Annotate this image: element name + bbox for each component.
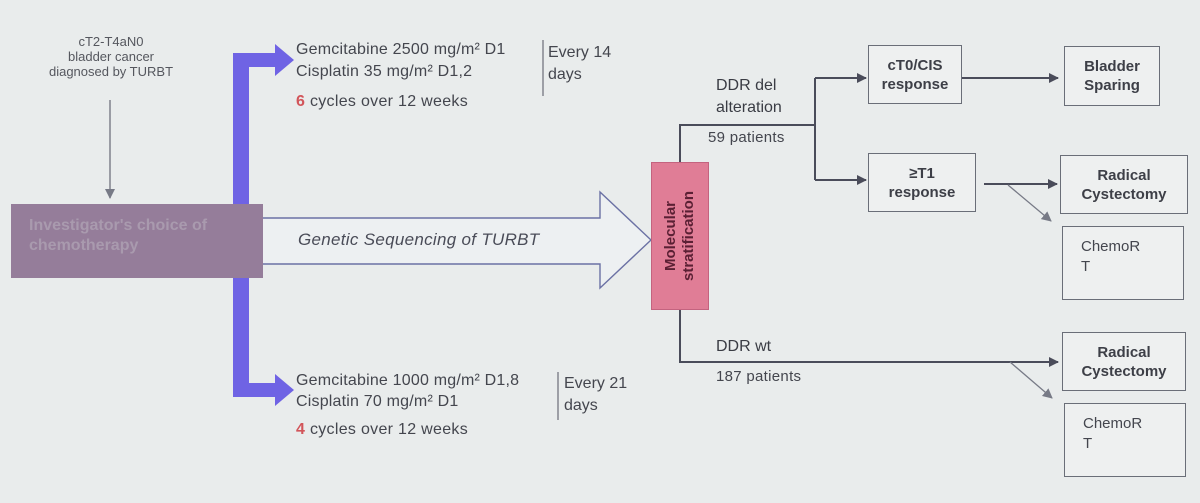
input-label-stage: cT2-T4aN0 — [78, 34, 144, 49]
chemort-lower-line1: ChemoR — [1083, 415, 1143, 432]
molecular-label-line1: Molecular — [662, 200, 679, 272]
ct0-line1: cT0/CIS — [887, 56, 943, 74]
radical-lower-line2: Cystectomy — [1081, 362, 1167, 380]
top-cycles-count: 6 — [296, 93, 306, 110]
radical-cystectomy-box-lower: Radical Cystectomy — [1062, 332, 1186, 391]
bottom-cycles-text: cycles over 12 weeks — [305, 421, 469, 438]
ct0-response-box: cT0/CIS response — [868, 45, 962, 104]
top-cycles-text: cycles over 12 weeks — [305, 93, 469, 110]
investigator-label-line2: chemotherapy — [29, 237, 139, 254]
ddr-del-patients: 59 patients — [708, 129, 785, 146]
top-schedule: Every 14 days — [548, 42, 611, 86]
sequencing-label: Genetic Sequencing of TURBT — [298, 230, 540, 249]
input-label-disease: bladder cancer — [68, 49, 154, 64]
t1-line1: ≥T1 — [909, 164, 935, 182]
sequencing-arrow — [249, 190, 653, 290]
bottom-cycles-count: 4 — [296, 421, 306, 438]
chemort-upper-line1: ChemoR — [1081, 238, 1141, 255]
input-label-diagnosis: diagnosed by TURBT — [48, 64, 174, 79]
top-regimen-drug1: Gemcitabine 2500 mg/m² D1 — [296, 41, 506, 58]
bladder-sparing-box: Bladder Sparing — [1064, 46, 1160, 106]
ddr-wt-patients: 187 patients — [716, 368, 802, 385]
bottom-schedule: Every 21 days — [564, 373, 627, 417]
chemort-box-upper: ChemoR T — [1062, 226, 1184, 300]
bottom-schedule-line1: Every 21 — [564, 375, 628, 392]
bottom-regimen-drug2: Cisplatin 70 mg/m² D1 — [296, 393, 459, 410]
molecular-stratification-box: Molecular stratification — [651, 162, 709, 310]
investigator-choice-box: Investigator's choice of chemotherapy — [11, 204, 263, 278]
top-schedule-line2: days — [548, 66, 582, 83]
top-cycles: 6 cycles over 12 weeks — [296, 93, 468, 111]
chemort-upper-line2: T — [1081, 258, 1091, 275]
t1-response-box: ≥T1 response — [868, 153, 976, 212]
bladder-line1: Bladder — [1084, 58, 1140, 75]
ddr-del-line2: alteration — [716, 99, 782, 116]
investigator-label-line1: Investigator's choice of — [29, 217, 208, 234]
ddr-del-label: DDR del alteration — [716, 75, 782, 119]
ddr-del-line1: DDR del — [716, 77, 777, 94]
radical-cystectomy-box-upper: Radical Cystectomy — [1060, 155, 1188, 214]
radical-upper-line2: Cystectomy — [1081, 185, 1167, 203]
stratification-branches — [679, 73, 1059, 367]
chemort-box-lower: ChemoR T — [1064, 403, 1186, 477]
bladder-line2: Sparing — [1084, 77, 1140, 94]
top-regimen-drug2: Cisplatin 35 mg/m² D1,2 — [296, 63, 473, 80]
bottom-regimen-drug1: Gemcitabine 1000 mg/m² D1,8 — [296, 372, 520, 389]
t1-line2: response — [888, 183, 956, 201]
molecular-label: Molecular stratification — [662, 191, 698, 281]
ddr-wt-label: DDR wt — [716, 338, 772, 355]
chemort-lower-line2: T — [1083, 435, 1093, 452]
radical-lower-line1: Radical — [1097, 343, 1151, 361]
ct0-line2: response — [881, 75, 949, 93]
radical-upper-line1: Radical — [1097, 166, 1151, 184]
bottom-cycles: 4 cycles over 12 weeks — [296, 421, 468, 439]
top-schedule-line1: Every 14 — [548, 44, 612, 61]
molecular-label-line2: stratification — [680, 190, 697, 282]
bottom-schedule-line2: days — [564, 397, 598, 414]
